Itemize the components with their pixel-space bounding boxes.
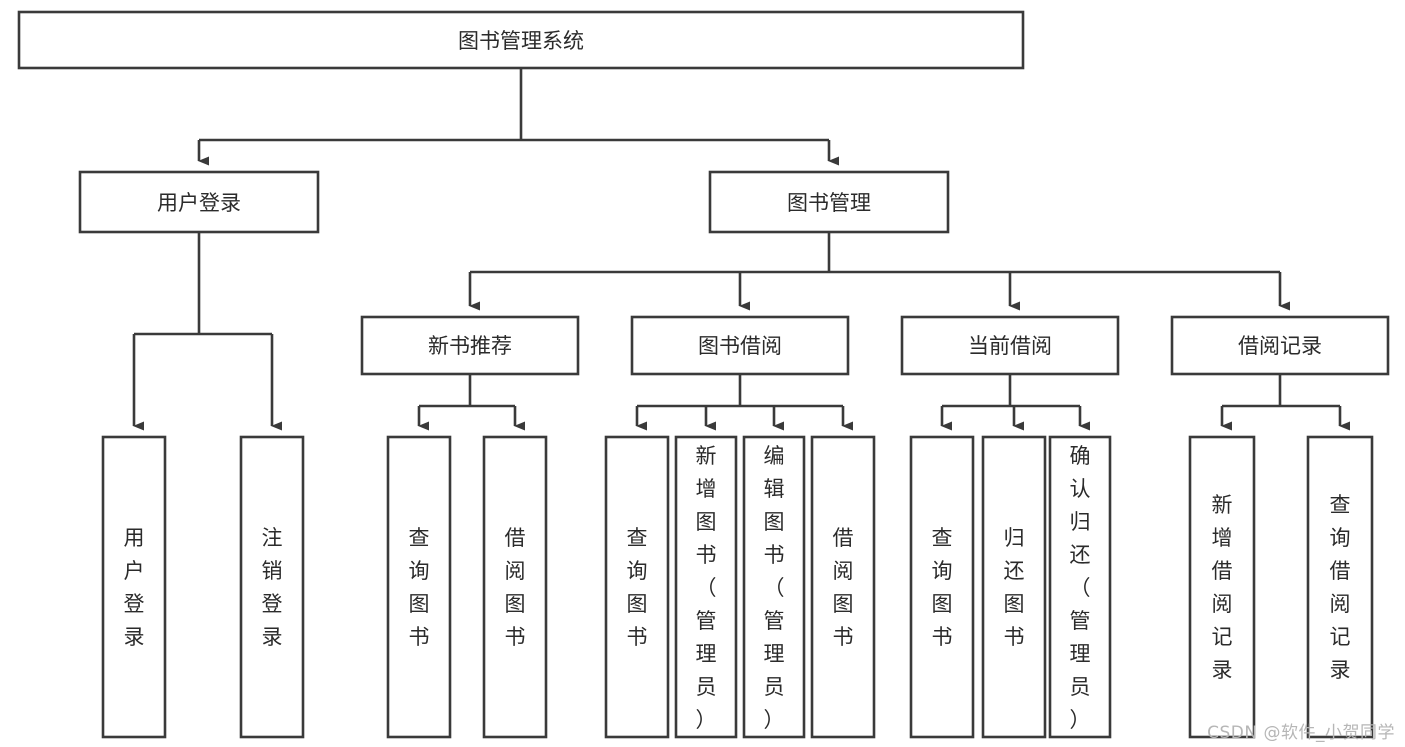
leaf-return-book-box[interactable]	[981, 435, 1047, 739]
leaf-add-record-box[interactable]	[1188, 435, 1256, 739]
node-borrow-record[interactable]: 借阅记录	[1170, 315, 1390, 376]
leaf-query-book-1-box[interactable]	[386, 435, 452, 739]
node-leaf-query-record[interactable]: 查询借阅记录	[1306, 435, 1374, 739]
leaf-query-record-box[interactable]	[1306, 435, 1374, 739]
node-leaf-add-record[interactable]: 新增借阅记录	[1188, 435, 1256, 739]
node-leaf-query-book-3[interactable]: 查询图书	[909, 435, 975, 739]
leaf-confirm-return-label: 确认归还（管理员）	[1070, 444, 1091, 732]
current-borrow-box[interactable]	[900, 315, 1120, 376]
node-leaf-user-logout[interactable]: 注销登录	[239, 435, 305, 739]
leaf-query-book-2-box[interactable]	[604, 435, 670, 739]
leaf-confirm-return-box[interactable]	[1048, 435, 1112, 739]
leaf-borrow-book-2-label: 借阅图书	[833, 526, 854, 649]
node-current-borrow[interactable]: 当前借阅	[900, 315, 1120, 376]
node-leaf-return-book[interactable]: 归还图书	[981, 435, 1047, 739]
node-user-login[interactable]: 用户登录	[78, 170, 320, 234]
borrow-record-box[interactable]	[1170, 315, 1390, 376]
node-leaf-user-login[interactable]: 用户登录	[101, 435, 167, 739]
node-book-borrow[interactable]: 图书借阅	[630, 315, 850, 376]
leaf-user-logout-label: 注销登录	[262, 526, 283, 649]
connector-layer	[132, 68, 1350, 431]
root-box[interactable]	[17, 10, 1025, 70]
root-label: 图书管理系统	[458, 29, 584, 53]
node-leaf-add-book[interactable]: 新增图书（管理员）	[674, 435, 738, 739]
node-leaf-confirm-return[interactable]: 确认归还（管理员）	[1048, 435, 1112, 739]
node-leaf-query-book-2[interactable]: 查询图书	[604, 435, 670, 739]
user-login-box[interactable]	[78, 170, 320, 234]
leaf-borrow-book-1-box[interactable]	[482, 435, 548, 739]
leaf-query-record-label: 查询借阅记录	[1330, 493, 1351, 682]
leaf-borrow-book-1-label: 借阅图书	[505, 526, 526, 649]
book-borrow-label: 图书借阅	[698, 334, 782, 358]
book-manage-label: 图书管理	[787, 191, 871, 215]
leaf-add-record-label: 新增借阅记录	[1212, 493, 1233, 682]
leaf-user-login-box[interactable]	[101, 435, 167, 739]
leaf-nodes-layer: 用户登录 注销登录 查询图书 借阅图书 查询图书 新增图书（管理员）	[101, 435, 1374, 739]
leaf-query-book-2-label: 查询图书	[627, 526, 648, 649]
new-book-rec-label: 新书推荐	[428, 334, 512, 358]
leaf-user-logout-box[interactable]	[239, 435, 305, 739]
leaf-borrow-book-2-box[interactable]	[810, 435, 876, 739]
leaf-query-book-1-label: 查询图书	[409, 526, 430, 649]
new-book-rec-box[interactable]	[360, 315, 580, 376]
node-leaf-query-book-1[interactable]: 查询图书	[386, 435, 452, 739]
leaf-user-login-label: 用户登录	[124, 526, 145, 649]
book-manage-box[interactable]	[708, 170, 950, 234]
leaf-edit-book-box[interactable]	[742, 435, 806, 739]
node-leaf-borrow-book-1[interactable]: 借阅图书	[482, 435, 548, 739]
node-leaf-borrow-book-2[interactable]: 借阅图书	[810, 435, 876, 739]
user-login-label: 用户登录	[157, 191, 241, 215]
borrow-record-label: 借阅记录	[1238, 334, 1322, 358]
node-leaf-edit-book[interactable]: 编辑图书（管理员）	[742, 435, 806, 739]
leaf-query-book-3-box[interactable]	[909, 435, 975, 739]
leaf-return-book-label: 归还图书	[1004, 526, 1025, 649]
leaf-query-book-3-label: 查询图书	[932, 526, 953, 649]
current-borrow-label: 当前借阅	[968, 334, 1052, 358]
node-book-manage[interactable]: 图书管理	[708, 170, 950, 234]
leaf-add-book-box[interactable]	[674, 435, 738, 739]
node-root[interactable]: 图书管理系统	[17, 10, 1025, 70]
leaf-add-book-label: 新增图书（管理员）	[696, 444, 717, 732]
leaf-edit-book-label: 编辑图书（管理员）	[764, 444, 785, 732]
book-borrow-box[interactable]	[630, 315, 850, 376]
node-new-book-rec[interactable]: 新书推荐	[360, 315, 580, 376]
